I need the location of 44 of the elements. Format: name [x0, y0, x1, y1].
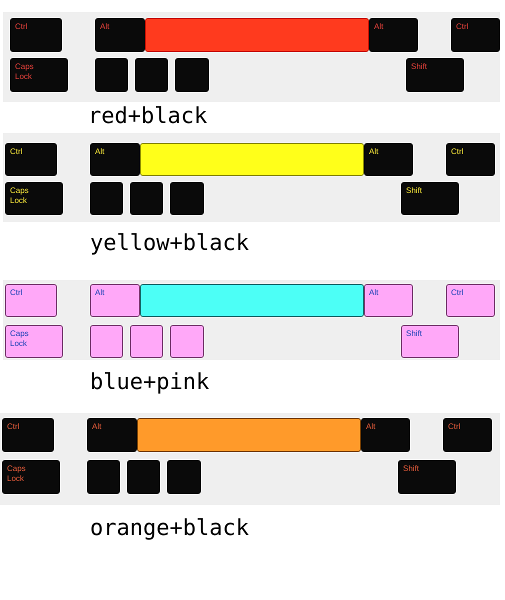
- keycap: Alt: [87, 418, 137, 452]
- spacebar-keycap: [145, 18, 369, 52]
- keycap: Alt: [364, 284, 413, 317]
- keycap: Ctrl: [5, 284, 57, 317]
- keycap: Shift: [401, 325, 459, 358]
- keycap: [95, 58, 128, 92]
- keycap: [130, 182, 163, 215]
- caption-text: red+black: [88, 104, 208, 130]
- keycap: Alt: [369, 18, 418, 52]
- keycap: Alt: [90, 284, 140, 317]
- keycap: Caps Lock: [5, 325, 63, 358]
- keycap: [170, 325, 204, 358]
- keycap: [127, 460, 160, 494]
- keycap: Shift: [406, 58, 464, 92]
- keycap: [130, 325, 163, 358]
- keycap: Shift: [398, 460, 456, 494]
- caption-text: yellow+black: [90, 231, 249, 257]
- keycap: Shift: [401, 182, 459, 215]
- keycap: Ctrl: [10, 18, 62, 52]
- keycap: Alt: [95, 18, 145, 52]
- keycap: Alt: [90, 143, 140, 176]
- keycap: [135, 58, 168, 92]
- keycap: [170, 182, 204, 215]
- spacebar-keycap: [137, 418, 361, 452]
- keycap: [90, 182, 123, 215]
- keycap: Ctrl: [451, 18, 500, 52]
- spacebar-keycap: [140, 143, 364, 176]
- caption-text: blue+pink: [90, 370, 210, 396]
- keycap: Alt: [364, 143, 413, 176]
- keycap: Ctrl: [446, 284, 495, 317]
- keycap: Ctrl: [443, 418, 492, 452]
- keycap: Caps Lock: [10, 58, 68, 92]
- keycap: Ctrl: [2, 418, 54, 452]
- keycap: Alt: [361, 418, 410, 452]
- keycap: Ctrl: [446, 143, 495, 176]
- spacebar-keycap: [140, 284, 364, 317]
- keycap: [90, 325, 123, 358]
- keycap: [175, 58, 209, 92]
- keycap: [167, 460, 201, 494]
- keycap: [87, 460, 120, 494]
- keycap: Ctrl: [5, 143, 57, 176]
- keycap: Caps Lock: [5, 182, 63, 215]
- caption-text: orange+black: [90, 516, 249, 542]
- keycap: Caps Lock: [2, 460, 60, 494]
